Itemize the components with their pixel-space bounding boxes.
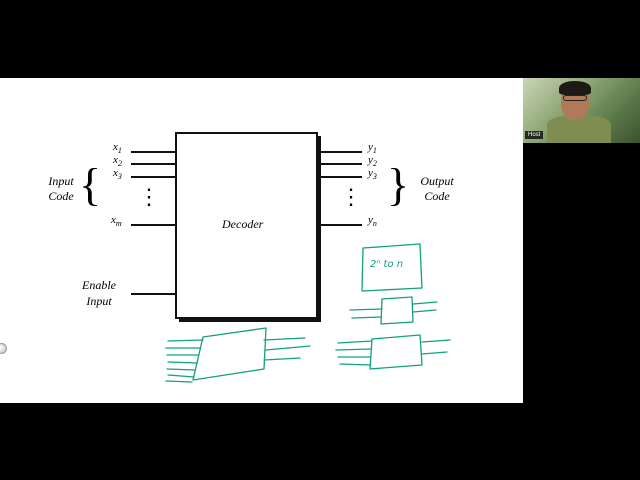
decoder-diagram [131, 132, 451, 383]
annotation-left-block [192, 327, 267, 381]
annotation-small-block [380, 296, 414, 325]
annotation-left-block-outputs [263, 337, 311, 361]
input-label-x3: x3 [113, 167, 122, 182]
participant-hair [559, 81, 591, 95]
participant-name-tag: Host [525, 131, 544, 139]
output-brace: } [387, 159, 410, 210]
decoder-label: Decoder [222, 217, 264, 231]
laser-pointer [0, 343, 7, 354]
participant-video-tile[interactable]: Host [523, 78, 640, 143]
input-label-x2: x2 [113, 154, 122, 169]
decoder-block [175, 132, 318, 319]
participant-torso [547, 116, 611, 143]
input-brace: { [79, 159, 102, 210]
annotation-right-block [369, 334, 423, 370]
input-label-x1: x1 [113, 141, 122, 156]
output-label-y2: y2 [368, 154, 377, 169]
output-label-y3: y3 [368, 167, 377, 182]
participant-glasses [563, 95, 587, 101]
input-ellipsis: ⋮ [138, 184, 160, 209]
annotation-note-text: 2ⁿ to n [370, 259, 404, 270]
output-label-y1: y1 [368, 141, 377, 156]
annotation-left-block-inputs [165, 339, 204, 383]
annotation-note-box [361, 243, 423, 292]
output-label-yn: yn [368, 214, 377, 229]
annotation-small-block-lines [349, 301, 438, 319]
annotation-right-block-lines [335, 339, 451, 366]
input-label-xm: xm [111, 214, 122, 229]
handwritten-annotations [165, 243, 451, 383]
output-ellipsis: ⋮ [340, 184, 362, 209]
